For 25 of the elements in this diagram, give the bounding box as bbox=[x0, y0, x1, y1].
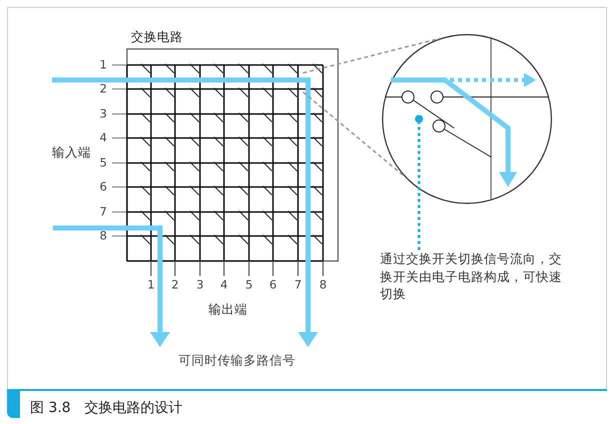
switch-highlight-dot bbox=[415, 115, 423, 123]
input-line-number: 1 bbox=[100, 58, 107, 72]
output-side-label: 输出端 bbox=[208, 302, 248, 316]
input-line-number: 5 bbox=[100, 156, 107, 170]
note-text: 可同时传输多路信号 bbox=[178, 352, 296, 368]
input-line-number: 7 bbox=[100, 204, 107, 220]
leader-line bbox=[418, 123, 420, 250]
output-line-number: 4 bbox=[220, 278, 228, 292]
magnifier-guide-line bbox=[302, 91, 405, 177]
output-line-number: 2 bbox=[171, 278, 179, 292]
input-line-number: 2 bbox=[100, 82, 107, 96]
input-line-number: 8 bbox=[100, 228, 107, 244]
annotation-text: 通过交换开关切换信号流向，交换开关由电子电路构成，可快速切换 bbox=[380, 250, 566, 306]
input-line-number: 3 bbox=[100, 106, 107, 122]
output-line-number: 5 bbox=[245, 278, 253, 292]
input-side-label: 输入端 bbox=[52, 144, 91, 160]
output-line-number: 8 bbox=[319, 278, 327, 292]
output-line-number: 3 bbox=[196, 278, 204, 292]
input-line-number: 6 bbox=[100, 180, 107, 194]
output-line-number: 7 bbox=[294, 278, 302, 292]
input-line-number: 4 bbox=[100, 130, 107, 146]
output-line-number: 6 bbox=[269, 278, 277, 292]
circuit-title: 交换电路 bbox=[131, 29, 183, 45]
output-line-number: 1 bbox=[147, 278, 155, 292]
figure-caption: 图 3.8 交换电路的设计 bbox=[30, 399, 183, 417]
